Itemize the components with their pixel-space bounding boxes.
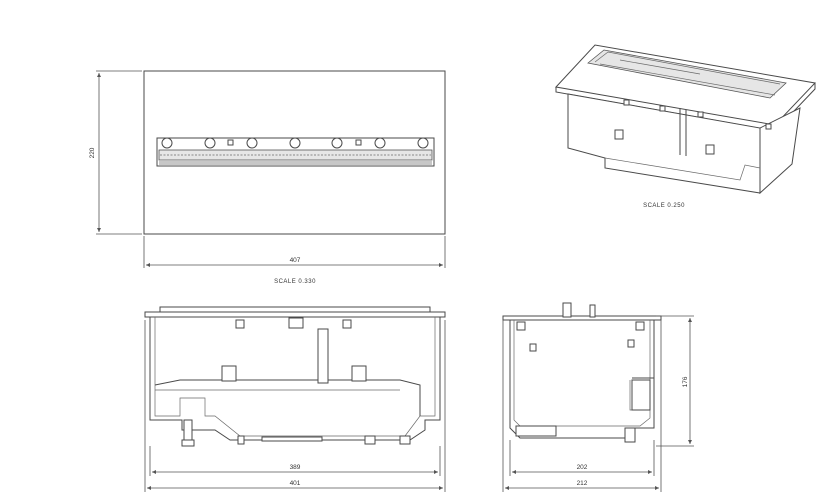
burner-slot bbox=[156, 137, 435, 167]
front-view-panel bbox=[143, 70, 446, 235]
end-body-outline bbox=[509, 320, 655, 439]
front-view: 220 407 SCALE 0.330 bbox=[89, 70, 446, 285]
front-height-label: 220 bbox=[89, 147, 96, 158]
front-width-label: 407 bbox=[290, 257, 301, 264]
end-inner-width-label: 202 bbox=[577, 464, 588, 471]
iso-scale-label: SCALE 0.250 bbox=[643, 203, 685, 209]
end-height-label: 176 bbox=[682, 376, 689, 387]
front-width-dimension: 407 bbox=[143, 236, 446, 268]
side-body-outline bbox=[149, 317, 441, 441]
slot-knobs bbox=[161, 137, 429, 149]
end-view: 176 202 212 bbox=[502, 302, 694, 492]
front-height-dimension: 220 bbox=[89, 70, 142, 235]
end-outer-width-label: 212 bbox=[577, 480, 588, 487]
front-scale-label: SCALE 0.330 bbox=[274, 279, 316, 285]
side-outer-width-label: 401 bbox=[290, 480, 301, 487]
iso-view: SCALE 0.250 bbox=[555, 44, 817, 209]
side-inner-width-label: 389 bbox=[290, 464, 301, 471]
side-view: 389 401 bbox=[144, 306, 446, 492]
